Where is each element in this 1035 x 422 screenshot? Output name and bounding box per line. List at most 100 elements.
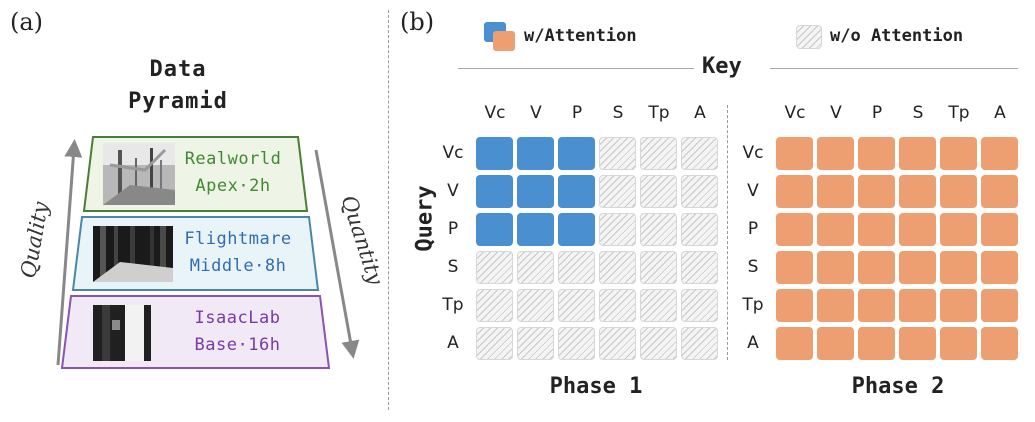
phase1-cell-Tp-A bbox=[681, 289, 718, 322]
phase1-query-label-V: V bbox=[447, 181, 459, 201]
phase1-cell-S-V bbox=[517, 251, 554, 284]
phase2-cell-Vc-Vc bbox=[776, 137, 813, 170]
phase2-label: Phase 2 bbox=[851, 374, 945, 399]
phase1-cell-A-P bbox=[558, 327, 595, 360]
phase1-cell-A-Tp bbox=[640, 327, 677, 360]
phase2-query-label-P: P bbox=[747, 219, 759, 239]
phase2-cell-V-P bbox=[858, 175, 895, 208]
phase2-cell-S-P bbox=[858, 251, 895, 284]
key-title: Key bbox=[702, 54, 742, 79]
panel-a-label: (a) bbox=[10, 8, 44, 36]
phase1-cell-Tp-Vc bbox=[476, 289, 513, 322]
phase2-cell-V-V bbox=[817, 175, 854, 208]
phase2-cell-P-V bbox=[817, 213, 854, 246]
phase1-cell-V-A bbox=[681, 175, 718, 208]
pyramid-diagram bbox=[56, 136, 360, 369]
phase1-cell-Tp-S bbox=[599, 289, 636, 322]
phase1-cell-P-Tp bbox=[640, 213, 677, 246]
phase1-cell-P-Vc bbox=[476, 213, 513, 246]
phase2-cell-P-A bbox=[981, 213, 1018, 246]
phase2-cell-A-A bbox=[981, 327, 1018, 360]
key-rule-right bbox=[770, 68, 1018, 69]
phase2-key-label-A: A bbox=[994, 103, 1006, 123]
matrix-divider bbox=[727, 105, 728, 360]
phase2-query-label-Vc: Vc bbox=[742, 143, 764, 163]
phase1-cell-Vc-Vc bbox=[476, 137, 513, 170]
phase1-cell-A-Vc bbox=[476, 327, 513, 360]
pyramid-title: Data Pyramid bbox=[78, 54, 278, 118]
phase2-cell-P-Tp bbox=[940, 213, 977, 246]
phase1-cell-Tp-P bbox=[558, 289, 595, 322]
phase2-cell-S-Vc bbox=[776, 251, 813, 284]
phase1-cell-V-P bbox=[558, 175, 595, 208]
phase1-cell-A-V bbox=[517, 327, 554, 360]
tier-flightmare-label: Flightmare Middle·8h bbox=[178, 226, 298, 280]
phase1-cell-V-Tp bbox=[640, 175, 677, 208]
phase2-cell-Vc-S bbox=[899, 137, 936, 170]
quantity-arrow bbox=[314, 149, 360, 359]
phase1-cell-Vc-Tp bbox=[640, 137, 677, 170]
pyramid-title-line1: Data bbox=[149, 57, 207, 82]
phase1-cell-V-S bbox=[599, 175, 636, 208]
phase1-cell-Vc-S bbox=[599, 137, 636, 170]
query-title: Query bbox=[412, 185, 438, 252]
phase2-key-label-V: V bbox=[830, 103, 842, 123]
tier-isaaclab-name: IsaacLab bbox=[194, 308, 281, 328]
phase1-query-label-Vc: Vc bbox=[442, 143, 464, 163]
phase2-cell-V-A bbox=[981, 175, 1018, 208]
phase1-cell-P-P bbox=[558, 213, 595, 246]
phase2-cell-Vc-V bbox=[817, 137, 854, 170]
tier-flightmare-name: Flightmare bbox=[184, 229, 292, 249]
phase2-cell-S-A bbox=[981, 251, 1018, 284]
phase1-key-label-P: P bbox=[571, 103, 583, 123]
phase1-query-label-Tp: Tp bbox=[442, 295, 464, 315]
phase1-key-label-Tp: Tp bbox=[648, 103, 670, 123]
pyramid-title-line2: Pyramid bbox=[128, 89, 228, 114]
phase2-cell-V-S bbox=[899, 175, 936, 208]
quality-arrow bbox=[56, 139, 83, 366]
phase2-cell-S-S bbox=[899, 251, 936, 284]
phase1-key-label-Vc: Vc bbox=[484, 103, 506, 123]
phase1-cell-S-Vc bbox=[476, 251, 513, 284]
phase1-label: Phase 1 bbox=[549, 374, 643, 399]
phase1-key-label-S: S bbox=[612, 103, 624, 123]
phase1-query-label-P: P bbox=[447, 219, 459, 239]
key-rule-left bbox=[458, 68, 694, 69]
phase2-key-label-S: S bbox=[912, 103, 924, 123]
phase2-query-label-A: A bbox=[747, 333, 759, 353]
phase2-cell-Tp-Vc bbox=[776, 289, 813, 322]
phase2-cell-Tp-A bbox=[981, 289, 1018, 322]
legend-without-attention-swatch bbox=[796, 25, 822, 49]
phase1-cell-P-S bbox=[599, 213, 636, 246]
phase2-cell-Tp-S bbox=[899, 289, 936, 322]
legend-with-attention-label: w/Attention bbox=[524, 26, 637, 46]
phase2-cell-A-P bbox=[858, 327, 895, 360]
phase2-cell-Tp-Tp bbox=[940, 289, 977, 322]
flightmare-depth-icon bbox=[93, 226, 173, 282]
phase2-query-label-V: V bbox=[747, 181, 759, 201]
isaaclab-depth-icon bbox=[93, 305, 151, 361]
phase2-cell-Vc-Tp bbox=[940, 137, 977, 170]
phase1-cell-V-V bbox=[517, 175, 554, 208]
tier-realworld-level: Apex·2h bbox=[195, 176, 271, 196]
legend-without-attention-label: w/o Attention bbox=[830, 26, 964, 46]
tier-flightmare-level: Middle·8h bbox=[189, 256, 287, 276]
panel-divider bbox=[388, 10, 389, 410]
phase2-key-label-P: P bbox=[871, 103, 883, 123]
legend-with-attention-swatch bbox=[484, 22, 516, 52]
phase1-cell-Vc-P bbox=[558, 137, 595, 170]
phase1-key-label-A: A bbox=[694, 103, 706, 123]
phase2-cell-A-V bbox=[817, 327, 854, 360]
phase2-cell-A-S bbox=[899, 327, 936, 360]
phase1-cell-S-A bbox=[681, 251, 718, 284]
phase2-cell-P-S bbox=[899, 213, 936, 246]
phase1-cell-Tp-V bbox=[517, 289, 554, 322]
phase1-cell-P-V bbox=[517, 213, 554, 246]
phase1-cell-V-Vc bbox=[476, 175, 513, 208]
phase1-key-label-V: V bbox=[530, 103, 542, 123]
phase1-cell-A-A bbox=[681, 327, 718, 360]
phase2-query-label-Tp: Tp bbox=[742, 295, 764, 315]
phase1-cell-S-P bbox=[558, 251, 595, 284]
phase2-cell-S-Tp bbox=[940, 251, 977, 284]
tier-realworld-label: Realworld Apex·2h bbox=[178, 146, 288, 200]
